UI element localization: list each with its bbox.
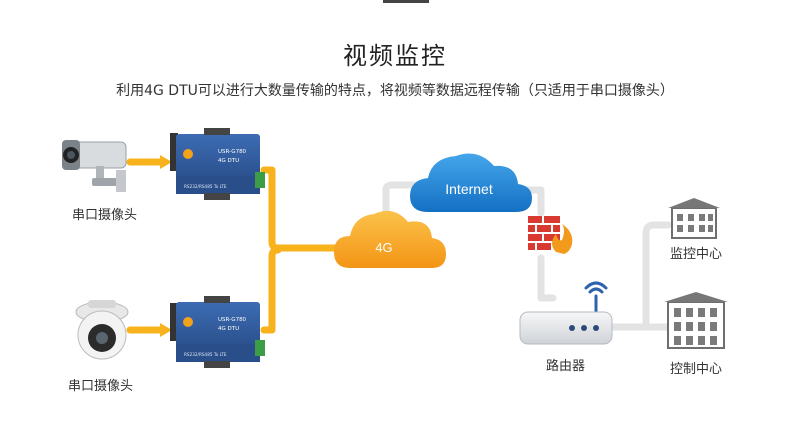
dtu-device-bottom <box>170 296 265 368</box>
dtu-device-top <box>170 128 265 200</box>
line-firewall-router <box>537 254 557 302</box>
dtu-bottom-model: USR-G780 <box>218 317 247 323</box>
data-lines <box>126 158 349 334</box>
wifi-icon <box>584 281 608 316</box>
router-icon <box>519 311 613 345</box>
top-divider <box>383 0 429 3</box>
control-center-label: 控制中心 <box>670 362 723 377</box>
firewall-icon <box>528 216 573 254</box>
line-dtu-bottom-4g <box>260 246 282 334</box>
building-icon <box>664 292 728 349</box>
camera-bottom-label: 串口摄像头 <box>68 379 134 394</box>
line-router-monitor <box>606 221 672 331</box>
bullet-camera-icon <box>62 140 127 192</box>
cloud-internet-label: Internet <box>445 181 493 197</box>
cloud-4g-label: 4G <box>375 240 392 255</box>
arrow-right-icon <box>160 155 172 169</box>
dtu-top-type: 4G DTU <box>218 158 239 164</box>
network-lines <box>382 181 672 331</box>
camera-top-label: 串口摄像头 <box>72 208 138 223</box>
page-subtitle: 利用4G DTU可以进行大数量传输的特点，将视频等数据远程传输（只适用于串口摄像… <box>116 83 674 99</box>
line-dtu-top-4g <box>260 166 349 252</box>
dtu-top-model: USR-G780 <box>218 149 247 155</box>
dtu-bottom-footer: RS232/RS485 To LTE <box>184 352 227 357</box>
cloud-4g-icon <box>334 210 446 268</box>
dome-camera-icon <box>75 300 129 360</box>
monitor-center-label: 监控中心 <box>670 247 723 262</box>
dtu-bottom-type: 4G DTU <box>218 326 239 332</box>
line-4g-internet <box>382 181 432 216</box>
building-icon <box>668 198 720 239</box>
page-title: 视频监控 <box>343 42 447 70</box>
router-label: 路由器 <box>546 359 586 374</box>
dtu-top-footer: RS232/RS485 To LTE <box>184 184 227 189</box>
cloud-internet-icon <box>410 153 532 212</box>
arrow-right-icon <box>160 323 172 337</box>
